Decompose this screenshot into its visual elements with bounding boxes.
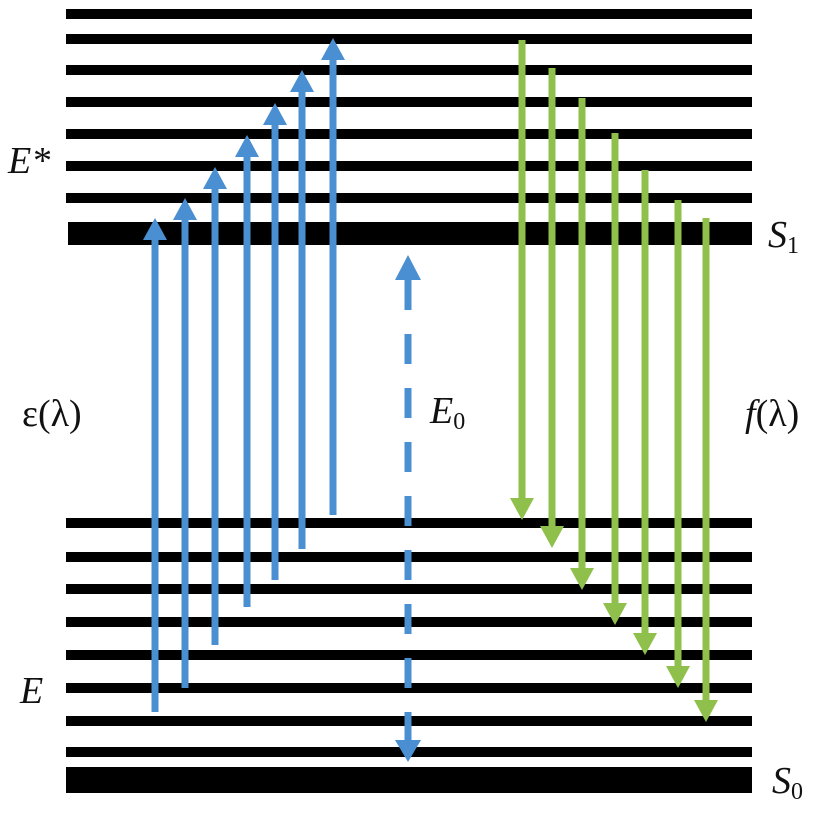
emission-arrow-head <box>666 666 690 688</box>
vibrational-level <box>66 193 752 203</box>
label-excited-energy: E* <box>8 140 51 182</box>
label-absorption: ε(λ) <box>22 393 82 435</box>
emission-arrow-head <box>694 700 718 722</box>
vibrational-level <box>66 97 752 107</box>
vibrational-level <box>66 161 752 171</box>
emission-arrow-head <box>603 603 627 625</box>
label-emission-f: f <box>745 393 756 435</box>
label-s0-sub: 0 <box>791 779 803 805</box>
e0-arrow-head-up <box>395 255 421 280</box>
absorption-arrow-head <box>235 135 259 157</box>
label-s0-text: S <box>772 760 791 802</box>
label-e0-text: E <box>430 390 454 432</box>
s0-level <box>66 767 752 793</box>
absorption-arrow-head <box>290 70 314 92</box>
label-emission-arg: (λ) <box>755 393 800 435</box>
emission-arrow-head <box>633 633 657 655</box>
emission-arrow-head <box>540 526 564 548</box>
label-emission: f(λ) <box>745 395 799 433</box>
label-ground-energy: E <box>20 670 44 712</box>
label-e0: E0 <box>430 392 465 434</box>
label-e0-sub: 0 <box>453 409 466 435</box>
absorption-arrow-head <box>143 218 167 240</box>
vibrational-level <box>66 9 752 19</box>
e0-arrow-head-down <box>395 740 421 762</box>
vibrational-level <box>66 34 752 44</box>
emission-arrow-head <box>510 498 534 520</box>
absorption-arrow-head <box>203 167 227 189</box>
vibrational-level <box>66 650 752 660</box>
label-s1-sub: 1 <box>787 233 799 259</box>
absorption-arrow-head <box>173 198 197 220</box>
vibrational-level <box>66 584 752 594</box>
label-s1: S1 <box>768 216 799 258</box>
label-s0: S0 <box>772 762 803 804</box>
vibrational-level <box>66 65 752 75</box>
emission-arrow-head <box>570 568 594 590</box>
absorption-arrow-head <box>321 38 345 60</box>
absorption-arrow-head <box>263 103 287 125</box>
label-s1-text: S <box>768 214 787 256</box>
s1-level <box>68 222 752 245</box>
vibrational-level <box>66 129 752 139</box>
